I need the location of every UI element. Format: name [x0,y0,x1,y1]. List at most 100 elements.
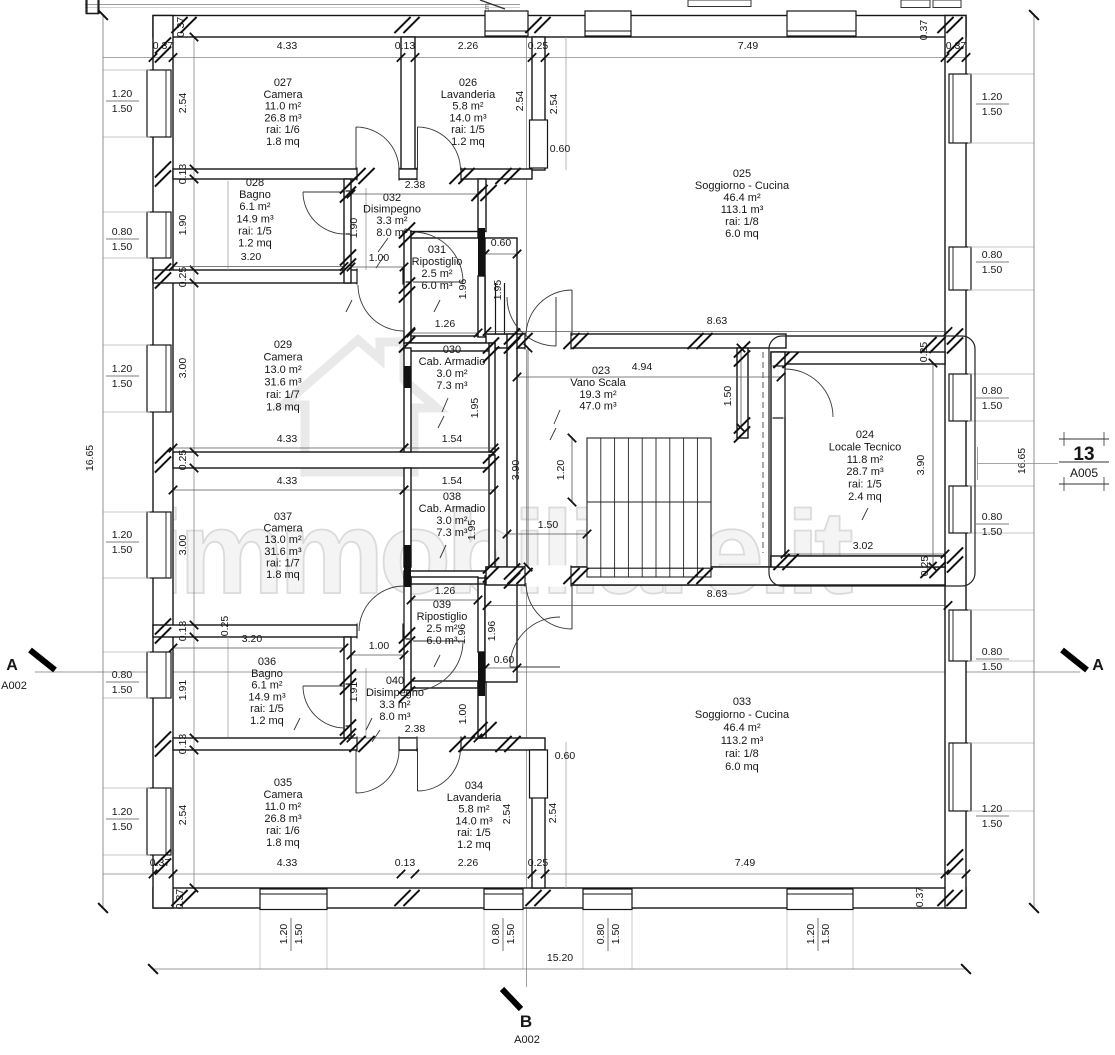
svg-text:immobiliare.it: immobiliare.it [151,487,852,619]
svg-text:11.0 m²: 11.0 m² [265,101,302,113]
svg-text:46.4 m²: 46.4 m² [723,192,761,204]
svg-text:rai: 1/8: rai: 1/8 [725,748,759,760]
svg-text:1.50: 1.50 [112,103,133,115]
svg-text:1.20: 1.20 [982,803,1003,815]
svg-text:A002: A002 [1,680,27,692]
svg-text:rai: 1/5: rai: 1/5 [238,225,272,237]
svg-text:rai: 1/8: rai: 1/8 [725,216,759,228]
svg-text:2.5 m²: 2.5 m² [426,623,458,635]
svg-text:Camera: Camera [263,352,303,364]
svg-text:1.50: 1.50 [112,241,133,253]
svg-text:1.50: 1.50 [538,519,559,531]
svg-text:1.95: 1.95 [469,398,481,419]
svg-text:2.26: 2.26 [458,857,479,869]
svg-text:13.0 m²: 13.0 m² [264,364,302,376]
svg-text:47.0 m³: 47.0 m³ [579,401,617,413]
svg-text:Vano Scala: Vano Scala [570,377,626,389]
svg-text:1.00: 1.00 [457,704,469,725]
svg-text:1.00: 1.00 [369,640,390,652]
svg-text:7.3 m³: 7.3 m³ [436,380,468,392]
svg-text:2.54: 2.54 [501,804,513,825]
svg-text:030: 030 [443,344,461,356]
svg-text:0.80: 0.80 [982,646,1003,658]
svg-text:Lavanderia: Lavanderia [447,792,502,804]
svg-text:Camera: Camera [263,523,303,535]
svg-text:1.26: 1.26 [435,585,456,597]
svg-text:036: 036 [258,656,276,668]
svg-text:B: B [520,1012,532,1031]
svg-text:3.3 m²: 3.3 m² [376,215,408,227]
svg-text:0.60: 0.60 [494,654,515,666]
svg-text:026: 026 [459,77,477,89]
svg-text:1.90: 1.90 [177,215,189,236]
svg-text:rai: 1/7: rai: 1/7 [266,389,300,401]
svg-text:0.60: 0.60 [491,237,512,249]
svg-text:0.80: 0.80 [490,924,502,945]
svg-text:029: 029 [274,339,292,351]
svg-text:0.60: 0.60 [550,143,571,155]
svg-text:0.25: 0.25 [528,857,549,869]
svg-text:3.0 m²: 3.0 m² [436,515,468,527]
svg-text:1.26: 1.26 [435,318,456,330]
svg-text:4.33: 4.33 [277,475,298,487]
svg-text:A002: A002 [514,1034,540,1046]
svg-text:024: 024 [856,429,874,441]
svg-text:1.20: 1.20 [278,924,290,945]
svg-text:0.80: 0.80 [112,669,133,681]
svg-text:19.3 m²: 19.3 m² [579,389,617,401]
svg-text:3.0 m²: 3.0 m² [436,368,468,380]
svg-text:1.95: 1.95 [466,520,478,541]
svg-text:1.50: 1.50 [982,526,1003,538]
svg-text:6.1 m²: 6.1 m² [239,201,271,213]
svg-text:1.90: 1.90 [348,218,360,239]
svg-text:2.54: 2.54 [514,91,526,112]
svg-text:2.38: 2.38 [405,723,426,735]
svg-text:46.4 m²: 46.4 m² [723,722,761,734]
svg-text:1.96: 1.96 [457,279,469,300]
svg-text:2.5 m²: 2.5 m² [421,268,453,280]
svg-text:2.38: 2.38 [405,179,426,191]
svg-text:rai: 1/5: rai: 1/5 [250,703,284,715]
svg-text:26.8 m³: 26.8 m³ [264,112,302,124]
svg-text:0.13: 0.13 [395,40,416,52]
svg-text:8.63: 8.63 [707,588,728,600]
svg-text:8.0 m³: 8.0 m³ [376,227,408,239]
svg-text:0.80: 0.80 [112,226,133,238]
svg-text:3.20: 3.20 [241,251,262,263]
svg-text:16.65: 16.65 [84,445,96,471]
svg-text:0.37: 0.37 [914,887,926,908]
svg-text:Bagno: Bagno [251,668,283,680]
svg-text:14.9 m³: 14.9 m³ [236,213,274,225]
svg-text:15.20: 15.20 [547,952,573,964]
svg-text:032: 032 [383,192,401,204]
svg-text:1.00: 1.00 [369,252,390,264]
svg-text:1.50: 1.50 [505,924,517,945]
svg-text:Cab. Armadio: Cab. Armadio [419,356,486,368]
svg-text:1.91: 1.91 [348,682,360,703]
svg-text:14.9 m³: 14.9 m³ [248,691,286,703]
svg-text:1.20: 1.20 [982,91,1003,103]
svg-text:Camera: Camera [263,89,303,101]
svg-text:2.54: 2.54 [177,93,189,114]
svg-text:7.49: 7.49 [738,40,759,52]
svg-text:5.8 m²: 5.8 m² [458,804,490,816]
svg-text:Locale Tecnico: Locale Tecnico [829,441,902,453]
svg-text:035: 035 [274,777,292,789]
svg-text:3.90: 3.90 [915,455,927,476]
svg-text:7.49: 7.49 [735,857,756,869]
svg-text:1.8 mq: 1.8 mq [266,402,300,414]
svg-text:0.37: 0.37 [918,20,930,41]
svg-text:1.54: 1.54 [442,433,463,445]
svg-text:4.33: 4.33 [277,40,298,52]
svg-text:0.80: 0.80 [982,511,1003,523]
svg-text:1.50: 1.50 [722,386,734,407]
svg-text:034: 034 [465,780,483,792]
svg-text:3.20: 3.20 [242,633,263,645]
svg-text:1.96: 1.96 [456,624,468,645]
svg-text:1.20: 1.20 [555,460,567,481]
svg-text:0.80: 0.80 [595,924,607,945]
svg-text:0.13: 0.13 [177,734,189,755]
svg-text:5.8 m²: 5.8 m² [452,101,484,113]
svg-text:A005: A005 [1070,466,1098,480]
svg-text:1.50: 1.50 [982,264,1003,276]
